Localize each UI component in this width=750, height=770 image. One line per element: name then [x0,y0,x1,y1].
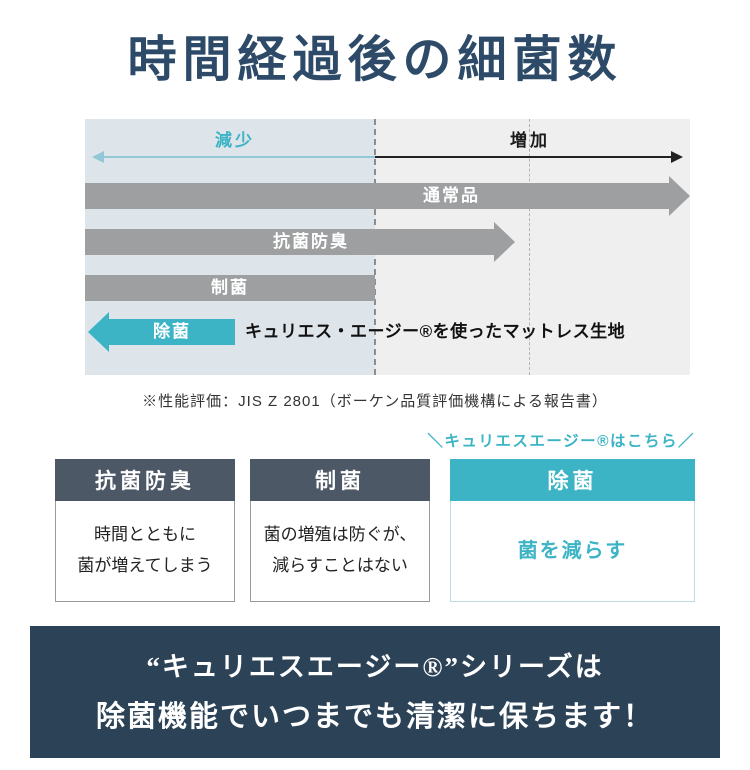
card-body-sterilizing: 菌を減らす [450,501,695,602]
product-callout-link[interactable]: ＼キュリエスエージー®はこちら／ [427,433,695,450]
increase-arrow-icon [375,151,683,163]
bacteria-growth-chart: 減少 増加 通常品 抗菌防臭 制菌 除菌 キュリエス・エージー®を使ったマットレ… [85,119,690,375]
infographic: 時間経過後の細菌数 減少 増加 通常品 抗菌防臭 制菌 除菌 キュリエス・エージ… [0,20,750,758]
bar-label-regular: 通常品 [423,186,480,205]
banner-line-2: 除菌機能でいつまでも清潔に保ちます！ [95,701,654,733]
decrease-arrow-icon [92,151,375,163]
card-body-bacteriostatic: 菌の増殖は防ぐが、 減らすことはない [250,501,430,602]
card-antibacterial: 抗菌防臭 時間とともに 菌が増えてしまう [55,459,235,602]
comparison-cards: 抗菌防臭 時間とともに 菌が増えてしまう 制菌 菌の増殖は防ぐが、 減らすことは… [55,459,695,602]
card-sterilizing: 除菌 菌を減らす [450,459,695,602]
bar-regular-product: 通常品 [85,176,690,216]
evaluation-note: ※性能評価：JIS Z 2801（ボーケン品質評価機構による報告書） [142,393,608,410]
bar-label-antibacterial: 抗菌防臭 [273,232,349,251]
bar-label-bacteriostatic: 制菌 [211,278,249,297]
bar-sterilizing: 除菌 [88,312,235,352]
card-title-antibacterial: 抗菌防臭 [55,459,235,501]
mattress-fabric-annotation: キュリエス・エージー®を使ったマットレス生地 [245,322,626,341]
card-bacteriostatic: 制菌 菌の増殖は防ぐが、 減らすことはない [250,459,430,602]
decrease-label: 減少 [215,131,255,150]
card-body-antibacterial: 時間とともに 菌が増えてしまう [55,501,235,602]
bar-antibacterial-deodorant: 抗菌防臭 [85,222,515,262]
bar-label-sterilizing: 除菌 [153,322,191,341]
increase-label: 増加 [510,131,550,150]
bottom-banner: “キュリエスエージー®”シリーズは 除菌機能でいつまでも清潔に保ちます！ [30,626,720,758]
bar-bacteriostatic: 制菌 [85,275,375,301]
page-title: 時間経過後の細菌数 [127,32,623,87]
card-title-sterilizing: 除菌 [450,459,695,501]
increase-marker-line [529,119,530,375]
banner-line-1: “キュリエスエージー®”シリーズは [146,652,604,682]
card-title-bacteriostatic: 制菌 [250,459,430,501]
